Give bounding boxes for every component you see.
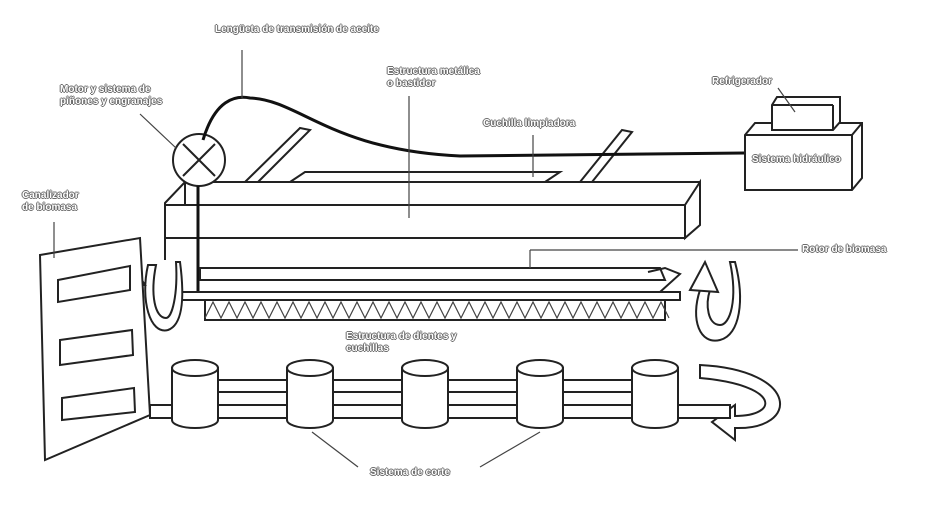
cutter-drum: [286, 359, 334, 429]
hydraulic-unit: [744, 96, 863, 191]
cutter-drum: [171, 359, 219, 429]
label-cooler: Refrigerador: [712, 76, 773, 87]
leader-lines: [53, 50, 798, 468]
label-cleaning-blade: Cuchilla limpiadora: [483, 118, 576, 129]
oil-hose: [201, 95, 746, 158]
rotation-arrows: [118, 259, 782, 443]
label-rotor: Rotor de biomasa: [802, 244, 887, 255]
label-channel: Canalizador de biomasa: [22, 190, 79, 213]
label-oil-line: Lengüeta de transmisión de aceite: [215, 24, 379, 35]
rotor-teeth: [204, 300, 670, 320]
motor-icon: [172, 133, 226, 300]
label-motor: Motor y sistema de piñones y engranajes: [60, 84, 163, 107]
label-cutting: Sistema de corte: [370, 467, 451, 478]
frame-beam: [164, 178, 701, 260]
label-teeth: Estructura de dientes y cuchillas: [346, 331, 457, 354]
cutter-drum: [401, 359, 449, 429]
label-hydraulic: Sistema hidráulico: [752, 154, 841, 165]
cutting-system: [149, 359, 731, 429]
cleaning-blade: [289, 171, 564, 183]
cutter-drum: [516, 359, 564, 429]
biomass-channel: [38, 236, 152, 462]
biomass-rotor: [179, 266, 682, 321]
cutter-drum: [631, 359, 679, 429]
label-frame: Estructura metálica o bastidor: [387, 66, 480, 89]
